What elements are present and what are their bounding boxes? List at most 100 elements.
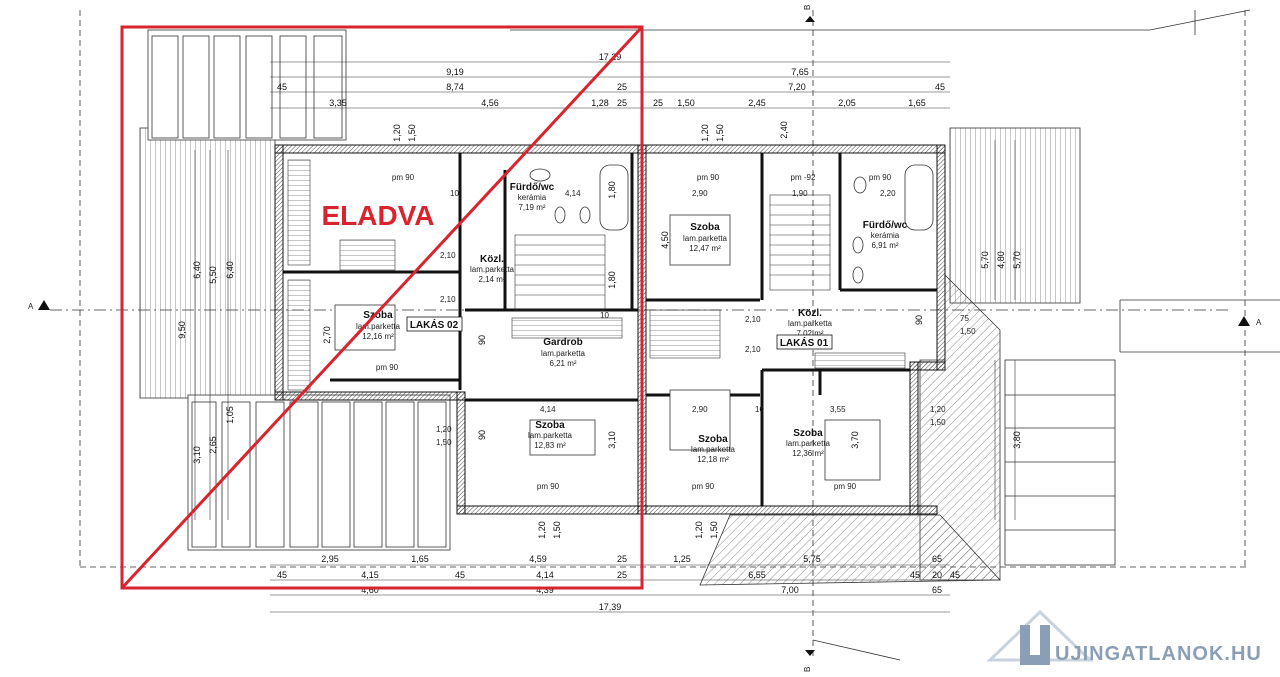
dim-room: 4,50 bbox=[660, 231, 670, 249]
dim-bot1a: 2,95 bbox=[321, 554, 339, 564]
room-name: Közl. bbox=[798, 308, 822, 319]
section-letter: B bbox=[803, 5, 812, 10]
dim-bot2f: 6,55 bbox=[748, 570, 766, 580]
dim-room: 2,20 bbox=[880, 189, 896, 198]
room-name: Fürdő/wc bbox=[510, 182, 555, 193]
room-finish: lam.parketta bbox=[683, 234, 728, 243]
pm-label: pm 90 bbox=[392, 173, 415, 182]
dim-top4a: 3,35 bbox=[329, 98, 347, 108]
stairs-right bbox=[769, 194, 831, 291]
room-area: 6,91 m² bbox=[871, 241, 898, 250]
dim-right1: 5,70 bbox=[980, 251, 990, 269]
dim-bot3b: 4,39 bbox=[536, 585, 554, 595]
section-marker-a-left: A bbox=[28, 300, 50, 311]
room-finish: lam.parketta bbox=[470, 265, 515, 274]
dim-bot2a: 45 bbox=[277, 570, 287, 580]
room-label-szoba: Szoba lam.parketta 12,36 m² bbox=[786, 428, 831, 458]
room-name: Szoba bbox=[698, 434, 728, 445]
dim-bot4: 17,39 bbox=[599, 602, 622, 612]
dim-door: 2,10 bbox=[440, 251, 456, 260]
dim-top4d: 25 bbox=[617, 98, 627, 108]
sold-label: ELADVA bbox=[321, 200, 434, 231]
apartment-tag-lakas01: LAKÁS 01 bbox=[780, 336, 829, 349]
dim-bot2c: 45 bbox=[455, 570, 465, 580]
dim-top3e: 45 bbox=[935, 82, 945, 92]
dim-bot2g: 45 bbox=[910, 570, 920, 580]
room-name: Szoba bbox=[535, 420, 565, 431]
dim-room: 2,70 bbox=[322, 326, 332, 344]
dim-bot2h: 20 bbox=[932, 570, 942, 580]
dim-room: 2,90 bbox=[692, 405, 708, 414]
dim-bot3a: 4,60 bbox=[361, 585, 379, 595]
pm-label: pm 90 bbox=[869, 173, 892, 182]
left-terrace bbox=[139, 127, 276, 399]
section-arrow-icon bbox=[38, 300, 50, 310]
dim-door: 2,10 bbox=[745, 345, 761, 354]
section-marker-a-right: A bbox=[1238, 316, 1262, 327]
dim-window: 2,40 bbox=[779, 121, 789, 139]
pm-label: pm 90 bbox=[834, 482, 857, 491]
dim-door: 2,10 bbox=[745, 315, 761, 324]
apartment-tag-box bbox=[776, 334, 833, 350]
dim-wall: 10 bbox=[755, 405, 764, 414]
room-area: 6,21 m² bbox=[549, 359, 576, 368]
room-area: 12,47 m² bbox=[689, 244, 721, 253]
dim-top3d: 7,20 bbox=[788, 82, 806, 92]
room-finish: kerámia bbox=[518, 193, 547, 202]
dim-door: 90 bbox=[914, 315, 924, 325]
dim-bot2e: 25 bbox=[617, 570, 627, 580]
room-name: Gardrob bbox=[543, 337, 582, 348]
dim-top2b: 7,65 bbox=[791, 67, 809, 77]
dim-window: 1,50 bbox=[709, 521, 719, 539]
section-arrow-icon bbox=[805, 16, 815, 22]
dim-top3c: 25 bbox=[617, 82, 627, 92]
dim-room: 1,80 bbox=[607, 181, 617, 199]
dim-top4c: 1,28 bbox=[591, 98, 609, 108]
dim-window: 1,50 bbox=[960, 327, 976, 336]
dim-window: 75 bbox=[960, 314, 969, 323]
right-slat-lines bbox=[1005, 394, 1115, 531]
room-label-szoba: Szoba lam.parketta 12,16 m² bbox=[356, 310, 401, 341]
room-area: 7,19 m² bbox=[518, 203, 545, 212]
watermark: UJINGATLANOK.HU bbox=[986, 609, 1261, 665]
dim-bot2i: 45 bbox=[950, 570, 960, 580]
room-area: 7,02 m² bbox=[796, 329, 823, 338]
dim-bot1c: 4,59 bbox=[529, 554, 547, 564]
room-finish: lam.parketta bbox=[786, 439, 831, 448]
room-label-szoba: Szoba lam.parketta 12,47 m² bbox=[683, 222, 728, 253]
room-area: 2,14 m² bbox=[478, 275, 505, 284]
wardrobes bbox=[287, 159, 906, 391]
room-finish: kerámia bbox=[871, 231, 900, 240]
room-label-furdo: Fürdő/wc kerámia 6,91 m² bbox=[863, 220, 908, 250]
house-logo-icon bbox=[986, 609, 1094, 665]
room-finish: lam.parketta bbox=[528, 431, 573, 440]
dim-door: 90 bbox=[477, 430, 487, 440]
section-letter: A bbox=[28, 302, 34, 311]
room-finish: lam.parketta bbox=[788, 319, 833, 328]
dim-top4g: 2,45 bbox=[748, 98, 766, 108]
dim-room: 3,10 bbox=[607, 431, 617, 449]
room-name: Szoba bbox=[690, 222, 720, 233]
dim-bot3d: 65 bbox=[932, 585, 942, 595]
beds bbox=[334, 214, 881, 481]
dim-bot1f: 5,75 bbox=[803, 554, 821, 564]
dim-window: 1,50 bbox=[436, 438, 452, 447]
dim-window: 1,20 bbox=[700, 124, 710, 142]
dim-top4i: 1,65 bbox=[908, 98, 926, 108]
dim-left4: 6,40 bbox=[225, 261, 235, 279]
dim-wall: 10 bbox=[600, 311, 609, 320]
dim-top4e: 25 bbox=[653, 98, 663, 108]
apartment-tag-lakas02: LAKÁS 02 bbox=[410, 318, 459, 331]
dim-top4b: 4,56 bbox=[481, 98, 499, 108]
dim-door: 90 bbox=[477, 335, 487, 345]
room-label-kozl: Közl. lam.parketta 7,02 m² bbox=[788, 308, 833, 338]
room-name: Szoba bbox=[363, 310, 393, 321]
sold-frame bbox=[120, 25, 644, 590]
room-label-kozl: Közl. lam.parketta 2,14 m² bbox=[470, 254, 515, 284]
dim-left6: 2,65 bbox=[208, 436, 218, 454]
dim-window: 1,20 bbox=[694, 521, 704, 539]
pergola-slats bbox=[151, 35, 343, 139]
dim-window: 1,20 bbox=[537, 521, 547, 539]
section-letter: A bbox=[1256, 318, 1262, 327]
dim-top3b: 8,74 bbox=[446, 82, 464, 92]
